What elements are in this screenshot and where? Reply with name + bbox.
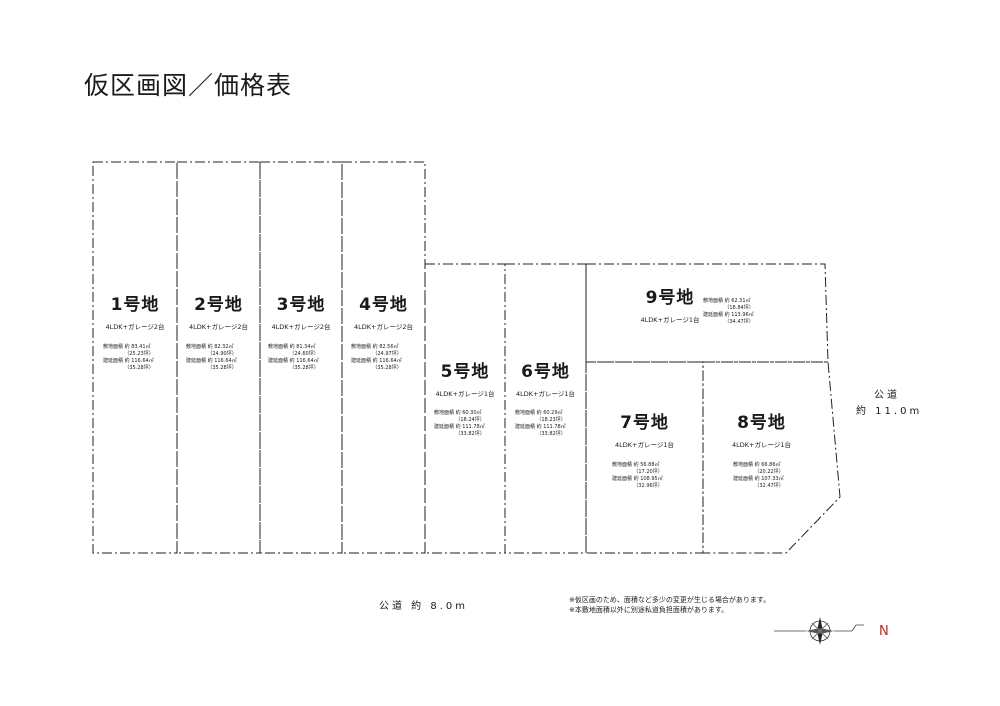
lot-9-area: 敷地面積 約 62.31㎡ （18.84坪） 建延面積 約 113.96㎡ （3… — [703, 298, 754, 325]
lot-8-label: 8号地 4LDK+ガレージ1台 — [703, 408, 820, 449]
lot-3-area: 敷地面積 約 81.34㎡ （24.60坪） 建延面積 約 116.64㎡ （3… — [268, 344, 319, 371]
lot-name: 3号地 — [276, 295, 326, 315]
page-title: 仮区画図／価格表 — [84, 71, 293, 100]
lot-name: 5号地 — [440, 362, 490, 382]
note-line: ※仮区画のため、面積など多少の変更が生じる場合があります。 — [569, 596, 771, 604]
lot-layout: 4LDK+ガレージ2台 — [105, 323, 165, 331]
lot-boundary-8 — [702, 361, 841, 554]
lot-1-area: 敷地面積 約 83.41㎡ （25.23坪） 建延面積 約 116.64㎡ （3… — [103, 344, 154, 371]
lot-8-area: 敷地面積 約 66.86㎡ （20.22坪） 建延面積 約 107.33㎡ （3… — [733, 462, 784, 489]
lot-layout: 4LDK+ガレージ1台 — [640, 316, 700, 324]
lot-name: 9号地 — [645, 288, 695, 308]
compass-north-label: N — [879, 624, 889, 639]
east-road-label: 公道 — [874, 390, 900, 401]
lot-7-label: 7号地 4LDK+ガレージ1台 — [586, 408, 703, 449]
east-road-width: 約 11.0m — [856, 406, 923, 417]
lot-boundary-1 — [92, 161, 178, 554]
lot-1-label: 1号地 4LDK+ガレージ2台 — [93, 290, 177, 331]
lot-layout: 4LDK+ガレージ1台 — [435, 390, 495, 398]
lot-name: 2号地 — [194, 295, 243, 315]
lot-name: 7号地 — [620, 413, 669, 433]
lot-5-area: 敷地面積 約 60.30㎡ （18.24坪） 建延面積 約 111.78㎡ （3… — [434, 410, 485, 437]
lot-name: 8号地 — [737, 413, 786, 433]
lot-name: 1号地 — [110, 295, 160, 315]
lot-2-label: 2号地 4LDK+ガレージ2台 — [177, 290, 260, 331]
notes: ※仮区画のため、面積など多少の変更が生じる場合があります。 ※本敷地面積以外に別… — [569, 595, 770, 615]
note-line: ※本敷地面積以外に別途私道負担面積があります。 — [569, 606, 729, 614]
lot-name: 6号地 — [521, 362, 570, 382]
lot-boundary-6 — [504, 263, 587, 554]
lot-4-label: 4号地 4LDK+ガレージ2台 — [342, 290, 425, 331]
lot-5-label: 5号地 4LDK+ガレージ1台 — [425, 357, 505, 398]
lot-boundary-7 — [585, 361, 704, 554]
lot-boundary-4 — [341, 161, 426, 554]
lot-layout: 4LDK+ガレージ1台 — [615, 441, 674, 449]
lot-layout: 4LDK+ガレージ2台 — [189, 323, 248, 331]
lot-6-area: 敷地面積 約 60.29㎡ （18.23坪） 建延面積 約 111.78㎡ （3… — [515, 410, 566, 437]
lot-7-area: 敷地面積 約 56.88㎡ （17.20坪） 建延面積 約 108.95㎡ （3… — [612, 462, 663, 489]
lot-6-label: 6号地 4LDK+ガレージ1台 — [505, 357, 586, 398]
lot-layout: 4LDK+ガレージ2台 — [354, 323, 413, 331]
lot-layout: 4LDK+ガレージ2台 — [271, 323, 331, 331]
lot-name: 4号地 — [359, 295, 408, 315]
lot-2-area: 敷地面積 約 82.32㎡ （24.90坪） 建延面積 約 116.64㎡ （3… — [186, 344, 237, 371]
lot-9-label: 9号地 4LDK+ガレージ1台 — [610, 283, 730, 324]
lot-layout: 4LDK+ガレージ1台 — [732, 441, 791, 449]
lot-boundary-3 — [259, 161, 343, 554]
south-road-label: 公道 約 8.0m — [379, 601, 469, 612]
lot-boundary-5 — [424, 263, 506, 554]
lot-layout: 4LDK+ガレージ1台 — [516, 390, 575, 398]
lot-4-area: 敷地面積 約 82.56㎡ （24.97坪） 建延面積 約 116.64㎡ （3… — [351, 344, 402, 371]
compass-icon — [774, 617, 864, 645]
lot-3-label: 3号地 4LDK+ガレージ2台 — [260, 290, 342, 331]
lot-boundary-9 — [585, 263, 829, 363]
